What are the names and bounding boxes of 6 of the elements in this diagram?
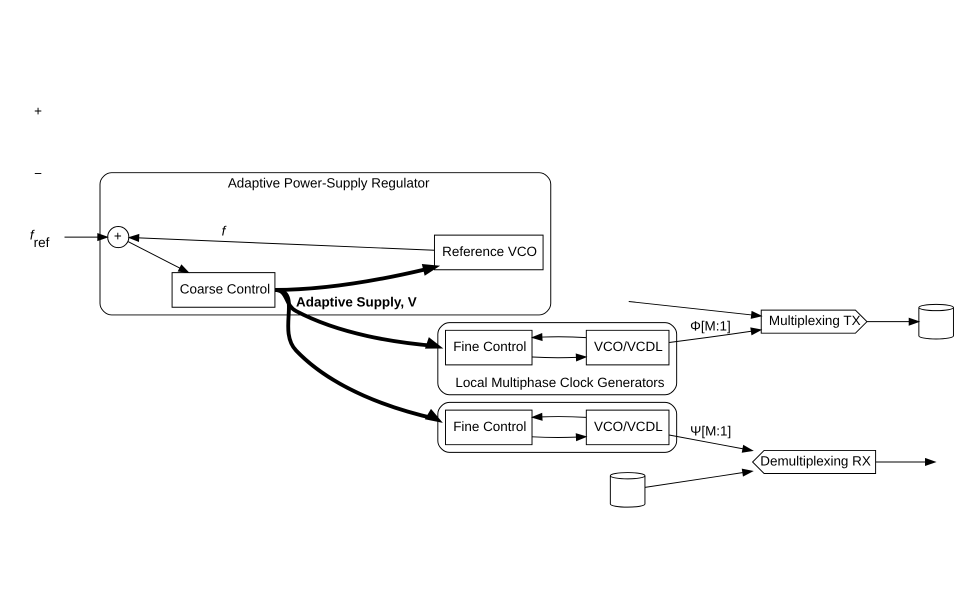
edge-label: Ψ[M:1]: [690, 422, 732, 438]
edge-label: f: [222, 222, 226, 238]
edge-label: Φ[M:1]: [690, 318, 731, 334]
label: −: [34, 166, 42, 181]
edge-label: Adaptive Supply, V: [296, 294, 417, 309]
label: +: [34, 103, 42, 118]
